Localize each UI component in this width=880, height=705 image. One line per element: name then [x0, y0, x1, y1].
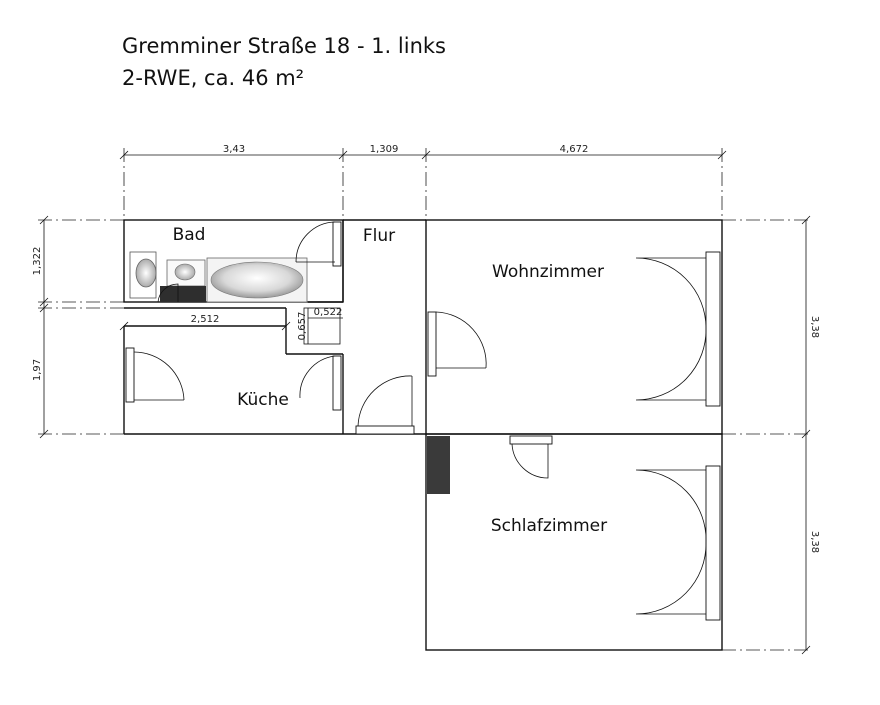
left-dimension-chain: 1,322 1,97	[32, 215, 124, 439]
vanity-cabinet	[160, 286, 206, 302]
dim-left-bad: 1,322	[32, 247, 43, 276]
inner-dimensions: 2,512 0,522 0,657	[119, 307, 343, 344]
plan-title: Gremminer Straße 18 - 1. links	[122, 34, 446, 58]
chimney	[427, 436, 450, 494]
toilet-bowl	[135, 258, 157, 288]
dim-right-wohn: 3,38	[809, 316, 820, 338]
dim-niche-depth: 0,657	[297, 312, 308, 341]
dim-niche-width: 0,522	[314, 307, 343, 318]
room-label-wohnzimmer: Wohnzimmer	[492, 262, 604, 282]
room-label-kueche: Küche	[237, 390, 289, 410]
dim-kueche-width: 2,512	[191, 314, 220, 325]
room-label-flur: Flur	[363, 226, 395, 246]
dim-right-schlaf: 3,38	[809, 531, 820, 553]
sink-basin	[174, 263, 196, 281]
plan-subtitle: 2-RWE, ca. 46 m²	[122, 66, 305, 90]
room-label-bad: Bad	[173, 225, 206, 245]
dim-top-wohn: 4,672	[560, 144, 589, 155]
dim-top-flur: 1,309	[370, 144, 399, 155]
doors	[125, 221, 721, 621]
bathtub	[210, 261, 304, 299]
top-dimension-chain: 3,43 1,309 4,672	[119, 144, 727, 225]
dim-left-kueche: 1,97	[32, 359, 43, 381]
dim-top-bad: 3,43	[223, 144, 245, 155]
right-dimension-chain: 3,38 3,38	[722, 215, 820, 655]
room-label-schlafzimmer: Schlafzimmer	[491, 516, 607, 536]
bathroom-fixtures	[129, 251, 308, 303]
